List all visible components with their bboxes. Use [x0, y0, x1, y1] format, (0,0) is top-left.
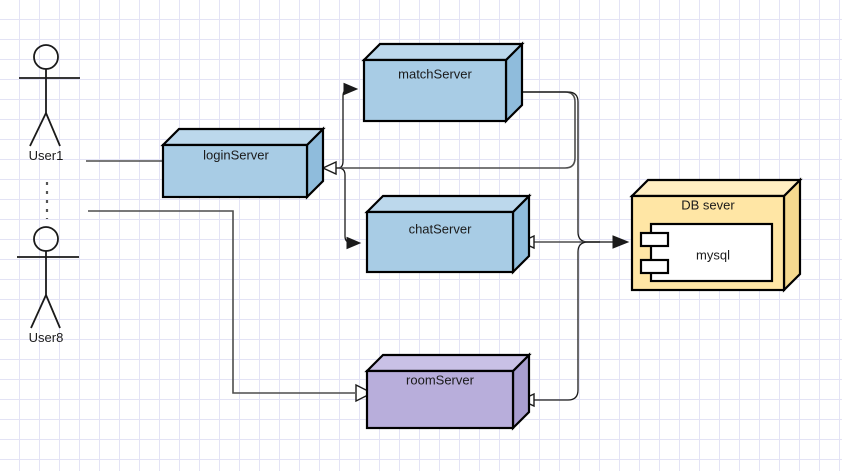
mysql-connector-tab-bottom [639, 258, 670, 275]
actor-user1[interactable]: User1 [19, 44, 80, 163]
node-roomserver-label: roomServer [406, 372, 475, 387]
component-mysql-label: mysql [696, 247, 730, 262]
edge-chatserver-to-dbserver [530, 235, 630, 249]
node-dbserver-label: DB sever [681, 197, 735, 212]
actor-user8[interactable]: User8 [17, 226, 79, 345]
edge-matchserver-to-dbserver [521, 91, 625, 243]
mysql-connector-tab-top [639, 231, 670, 248]
node-matchserver[interactable]: matchServer [361, 41, 525, 124]
edge-loginserver-to-chatserver [333, 167, 362, 250]
node-dbserver[interactable]: DB sever mysql [629, 177, 803, 293]
node-chatserver-label: chatServer [409, 221, 473, 236]
node-matchserver-label: matchServer [398, 66, 472, 81]
actor-user8-label: User8 [29, 330, 64, 345]
edge-user8-to-roomserver [88, 210, 374, 403]
edge-loginserver-to-matchserver [333, 82, 359, 169]
node-loginserver[interactable]: loginServer [160, 126, 326, 200]
component-mysql[interactable]: mysql [639, 222, 774, 283]
node-chatserver[interactable]: chatServer [364, 193, 532, 275]
node-loginserver-label: loginServer [203, 147, 269, 162]
edge-roomserver-to-dbserver [519, 241, 600, 408]
node-roomserver[interactable]: roomServer [364, 352, 532, 431]
actor-user1-label: User1 [29, 148, 64, 163]
